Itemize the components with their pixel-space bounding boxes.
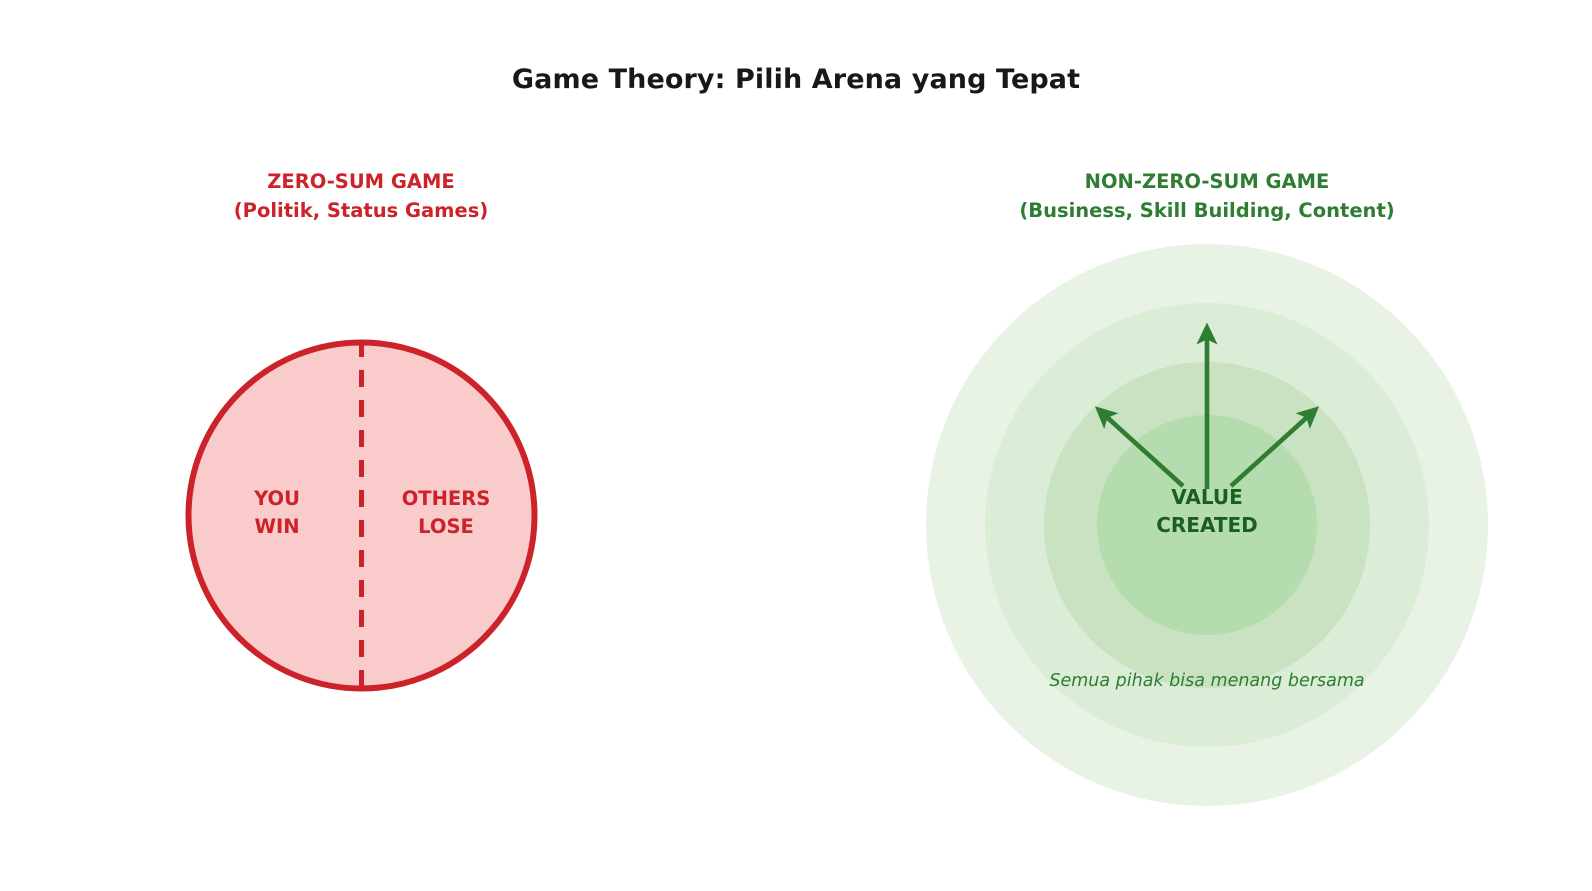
value-arrow-up-right	[1229, 406, 1320, 488]
value-arrow-up-left	[1094, 406, 1185, 488]
zero-sum-diagram: YOU WIN OTHERS LOSE	[183, 337, 540, 694]
zero-sum-heading: ZERO-SUM GAME (Politik, Status Games)	[61, 167, 661, 225]
non-zero-sum-svg	[926, 244, 1488, 806]
non-zero-sum-heading: NON-ZERO-SUM GAME (Business, Skill Build…	[907, 167, 1507, 225]
value-ring-inner	[1097, 415, 1317, 635]
zero-sum-heading-line1: ZERO-SUM GAME	[267, 170, 455, 193]
others-lose-label: OTHERS LOSE	[401, 487, 491, 538]
you-win-label: YOU WIN	[254, 487, 300, 538]
win-win-caption: Semua pihak bisa menang bersama	[1049, 671, 1365, 691]
page-title: Game Theory: Pilih Arena yang Tepat	[511, 64, 1081, 95]
non-zero-sum-heading-line1: NON-ZERO-SUM GAME	[1084, 170, 1330, 193]
non-zero-sum-heading-line2: (Business, Skill Building, Content)	[1019, 199, 1395, 222]
value-created-label: VALUE CREATED	[1156, 485, 1258, 537]
non-zero-sum-diagram: VALUE CREATED Semua pihak bisa menang be…	[925, 243, 1489, 807]
zero-sum-svg	[185, 339, 538, 692]
zero-sum-heading-line2: (Politik, Status Games)	[233, 199, 489, 222]
